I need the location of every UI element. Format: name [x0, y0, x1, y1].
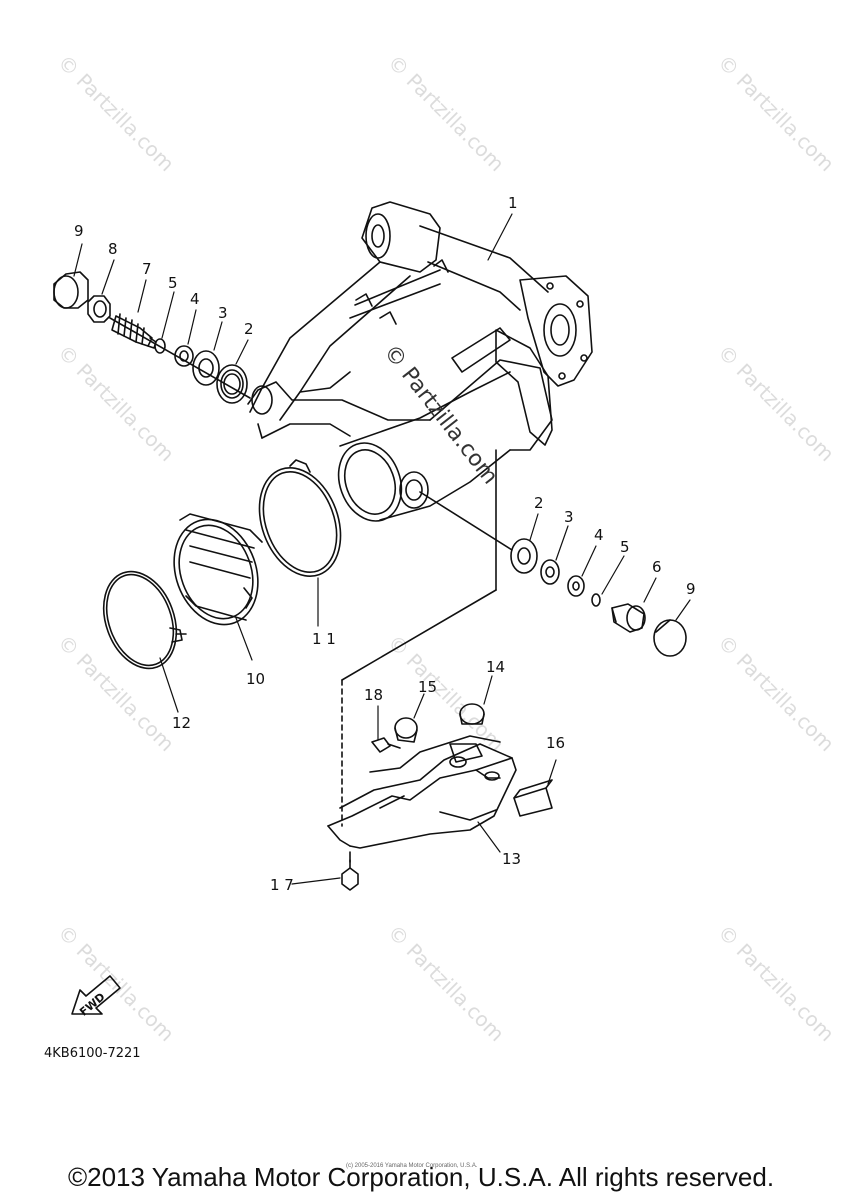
callout-15: 15	[418, 678, 438, 696]
callout-14: 14	[486, 658, 506, 676]
left-bearing-stack	[53, 271, 273, 415]
callout-16: 16	[546, 734, 566, 752]
copyright-footer: ©2013 Yamaha Motor Corporation, U.S.A. A…	[67, 1162, 775, 1192]
callout-12: 12	[172, 714, 192, 732]
fwd-arrow-icon	[71, 975, 121, 1015]
boot-assembly	[102, 459, 342, 670]
callout-4: 4	[190, 290, 200, 308]
callout-2: 2	[534, 494, 544, 512]
callout-3: 3	[564, 508, 574, 526]
callout-9: 9	[74, 222, 84, 240]
callout-10: 10	[246, 670, 266, 688]
right-bearing-stack	[419, 491, 687, 657]
callout-3: 3	[218, 304, 228, 322]
callout-2: 2	[244, 320, 254, 338]
callout-18: 18	[364, 686, 384, 704]
callout-7: 7	[142, 260, 152, 278]
fine-print: (c) 2005-2016 Yamaha Motor Corporation, …	[346, 1163, 478, 1169]
callout-8: 8	[108, 240, 118, 258]
callout-9: 9	[686, 580, 696, 598]
callout-5: 5	[168, 274, 178, 292]
protector-assembly	[327, 449, 553, 891]
callout-17: 1 7	[270, 876, 294, 894]
swing-arm	[247, 201, 593, 522]
callout-11: 1 1	[312, 630, 336, 648]
callout-13: 13	[502, 850, 522, 868]
callout-4: 4	[594, 526, 604, 544]
callout-1: 1	[508, 194, 518, 212]
figure-code: 4KB6100-7221	[44, 1046, 141, 1061]
callout-5: 5	[620, 538, 630, 556]
callout-6: 6	[652, 558, 662, 576]
leader-lines	[73, 213, 691, 885]
